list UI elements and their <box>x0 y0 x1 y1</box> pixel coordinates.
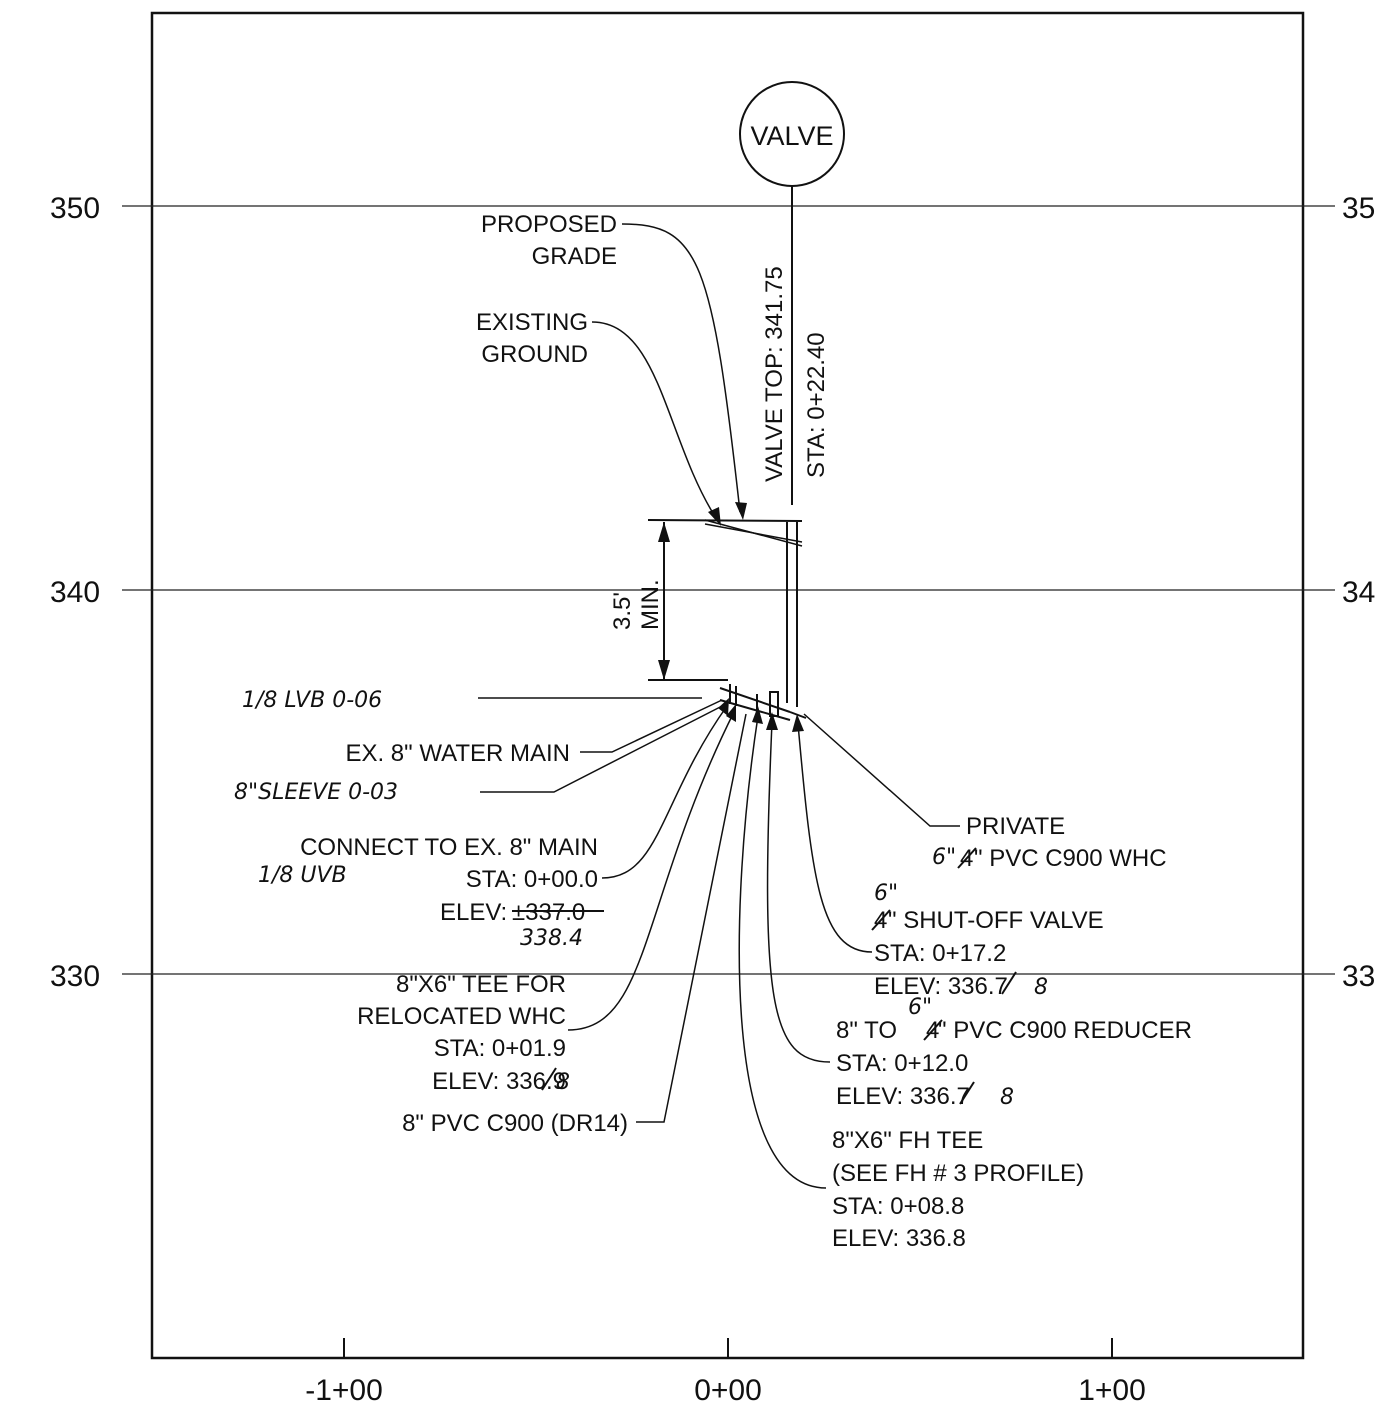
cover-arrow-down <box>658 660 670 680</box>
y-tick-330: 330 <box>50 960 100 993</box>
top-grade-line <box>647 519 803 522</box>
leader-tee-whc <box>567 711 735 1031</box>
hand-six-reducer: 6" <box>908 995 932 1020</box>
fh-tee-line2: (SEE FH # 3 PROFILE) <box>832 1160 1084 1187</box>
arrow-shutoff <box>792 714 804 732</box>
x-tick-000: 0+00 <box>694 1374 762 1407</box>
y-tick-340: 340 <box>50 576 100 609</box>
whc-pipe <box>789 711 807 719</box>
plot-frame <box>150 11 1305 1360</box>
y-tick-right-350: 35 <box>1342 192 1375 225</box>
leader-connect <box>601 705 728 879</box>
fh-tee-sta: STA: 0+08.8 <box>832 1193 964 1220</box>
leader-reducer <box>766 721 831 1063</box>
strike-reducer-elev <box>959 1081 975 1105</box>
y-tick-right-340: 34 <box>1342 576 1375 609</box>
hand-six-shutoff: 6" <box>874 881 898 906</box>
tee-whc-line1: 8"X6" TEE FOR <box>396 971 566 998</box>
strike-reducer-4 <box>923 1019 943 1041</box>
arrow-proposed-grade <box>735 502 747 520</box>
ex-water-main-label: EX. 8" WATER MAIN <box>345 740 570 767</box>
connect-sta: STA: 0+00.0 <box>466 866 598 893</box>
leader-sleeve <box>480 702 729 793</box>
y-tick-350: 350 <box>50 192 100 225</box>
leader-existing-ground <box>591 321 717 519</box>
cover-arrow-up <box>658 522 670 542</box>
x-tick-minus-100: -1+00 <box>305 1374 383 1407</box>
hand-six-private: 6" <box>932 845 956 870</box>
reducer-line1-pre: 8" TO <box>836 1017 897 1044</box>
shutoff-elev: ELEV: 336.7 <box>874 973 1008 1000</box>
leader-fh-tee <box>738 715 827 1189</box>
leader-ex-main <box>580 699 723 753</box>
cover-min-label: MIN. <box>637 579 664 630</box>
tee-whc-sta: STA: 0+01.9 <box>434 1035 566 1062</box>
leader-shutoff <box>797 723 873 953</box>
proposed-grade-line1: PROPOSED <box>481 211 617 238</box>
hand-eight-shutoff: 8 <box>1034 975 1048 1000</box>
private-line2: " PVC C900 WHC <box>974 845 1167 872</box>
strike-shutoff-4 <box>871 909 891 931</box>
valve-top-label: VALVE TOP: 341.75 <box>761 266 788 482</box>
existing-ground-line1: EXISTING <box>476 309 588 336</box>
arrow-connect <box>718 698 729 716</box>
cover-dim-label: 3.5' <box>609 592 636 630</box>
valve-sta-label: STA: 0+22.40 <box>803 332 830 478</box>
shutoff-sta: STA: 0+17.2 <box>874 940 1006 967</box>
shutoff-line1: " SHUT-OFF VALVE <box>888 907 1104 934</box>
strike-tee-whc-elev <box>541 1067 557 1091</box>
hand-sleeve: 8"SLEEVE 0-03 <box>234 780 398 805</box>
reducer-fitting <box>769 691 779 717</box>
connect-line1: CONNECT TO EX. 8" MAIN <box>300 834 598 861</box>
connect-elev-struck: ±337.0 <box>512 899 585 926</box>
leader-private <box>803 713 960 827</box>
connect-elev-prefix: ELEV: <box>440 899 507 926</box>
leader-proposed-grade <box>621 223 741 513</box>
hand-elev-connect: 338.4 <box>520 926 583 951</box>
leader-pvc-main <box>636 713 747 1123</box>
reducer-sta: STA: 0+12.0 <box>836 1050 968 1077</box>
hand-eight-reducer: 8 <box>1000 1085 1014 1110</box>
fh-tee-elev: ELEV: 336.8 <box>832 1225 966 1252</box>
proposed-grade-slope <box>704 523 803 543</box>
existing-ground-line2: GROUND <box>481 341 588 368</box>
arrow-tee-whc <box>726 704 736 722</box>
hand-uvb: 1/8 UVB <box>258 863 347 888</box>
tee-whc-line2: RELOCATED WHC <box>357 1003 566 1030</box>
fh-tee-line1: 8"X6" FH TEE <box>832 1127 983 1154</box>
strike-private-4 <box>957 847 977 869</box>
proposed-grade-line2: GRADE <box>532 243 617 270</box>
hand-eight-tee-whc: 8 <box>556 1070 570 1095</box>
arrow-fh-tee <box>752 706 763 724</box>
reducer-elev: ELEV: 336.7 <box>836 1083 970 1110</box>
arrow-reducer <box>766 712 778 730</box>
strike-shutoff-elev <box>1001 971 1017 995</box>
pvc-main-label: 8" PVC C900 (DR14) <box>402 1110 628 1137</box>
hand-lvb: 1/8 LVB 0-06 <box>242 688 382 713</box>
arrow-existing-ground <box>708 507 721 526</box>
y-tick-right-330: 33 <box>1342 960 1375 993</box>
valve-circle-label: VALVE <box>750 121 833 151</box>
tee-whc-elev: ELEV: 336.9 <box>432 1068 566 1095</box>
x-tick-100: 1+00 <box>1078 1374 1146 1407</box>
reducer-line1-post: " PVC C900 REDUCER <box>938 1017 1192 1044</box>
private-line1: PRIVATE <box>966 813 1065 840</box>
